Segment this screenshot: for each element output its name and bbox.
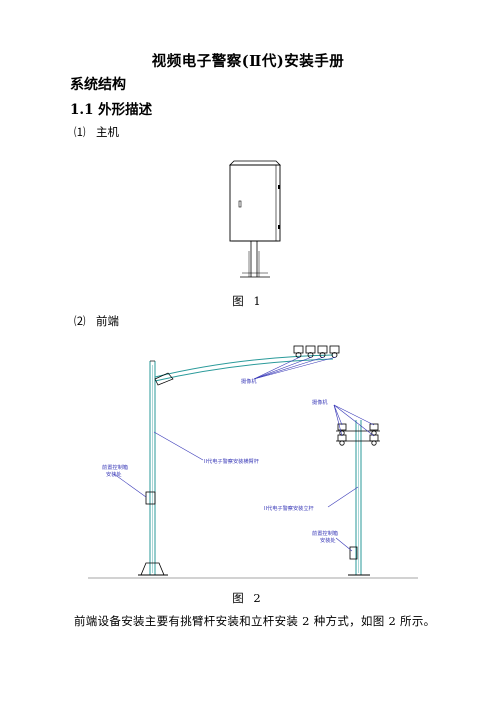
label-camera-left: 摄像机 bbox=[241, 377, 257, 385]
list-item-label: 主机 bbox=[96, 125, 119, 139]
label-arm-pole-mount: II代电子警察安装横臂杆 bbox=[204, 457, 259, 465]
section-heading: 系统结构 bbox=[70, 77, 126, 93]
figure-2-front-end-drawing: 摄像机 摄像机 II代电子警察安装横臂杆 前置控制箱 安装处 II代电子警察安装… bbox=[88, 345, 418, 579]
list-item-host: ⑴ 主机 bbox=[74, 124, 119, 140]
label-right-box-line1: 前置控制箱 bbox=[312, 529, 338, 537]
label-vertical-pole-mount: II代电子警察安装立杆 bbox=[264, 504, 314, 512]
vertical-pole bbox=[336, 420, 380, 576]
label-camera-right: 摄像机 bbox=[312, 398, 328, 406]
label-left-box-line2: 安装处 bbox=[106, 470, 122, 478]
figure-2-caption: 图 2 bbox=[232, 591, 264, 605]
body-paragraph: 前端设备安装主要有挑臂杆安装和立杆安装 2 种方式，如图 2 所示。 bbox=[74, 614, 436, 628]
figure-1-host-cabinet-drawing bbox=[229, 160, 281, 278]
figure-1-caption: 图 1 bbox=[232, 294, 264, 308]
list-item-number: ⑵ bbox=[74, 314, 86, 328]
document-title: 视频电子警察(Ⅱ代)安装手册 bbox=[151, 53, 345, 70]
list-item-label: 前端 bbox=[96, 314, 119, 328]
subsection-heading: 1.1 外形描述 bbox=[70, 102, 153, 118]
arm-pole bbox=[138, 345, 340, 576]
annotation-leaders bbox=[113, 356, 375, 552]
list-item-front-end: ⑵ 前端 bbox=[74, 313, 119, 329]
label-left-box-line1: 前置控制箱 bbox=[102, 463, 128, 471]
label-right-box-line2: 安装处 bbox=[320, 536, 336, 544]
list-item-number: ⑴ bbox=[74, 125, 86, 139]
